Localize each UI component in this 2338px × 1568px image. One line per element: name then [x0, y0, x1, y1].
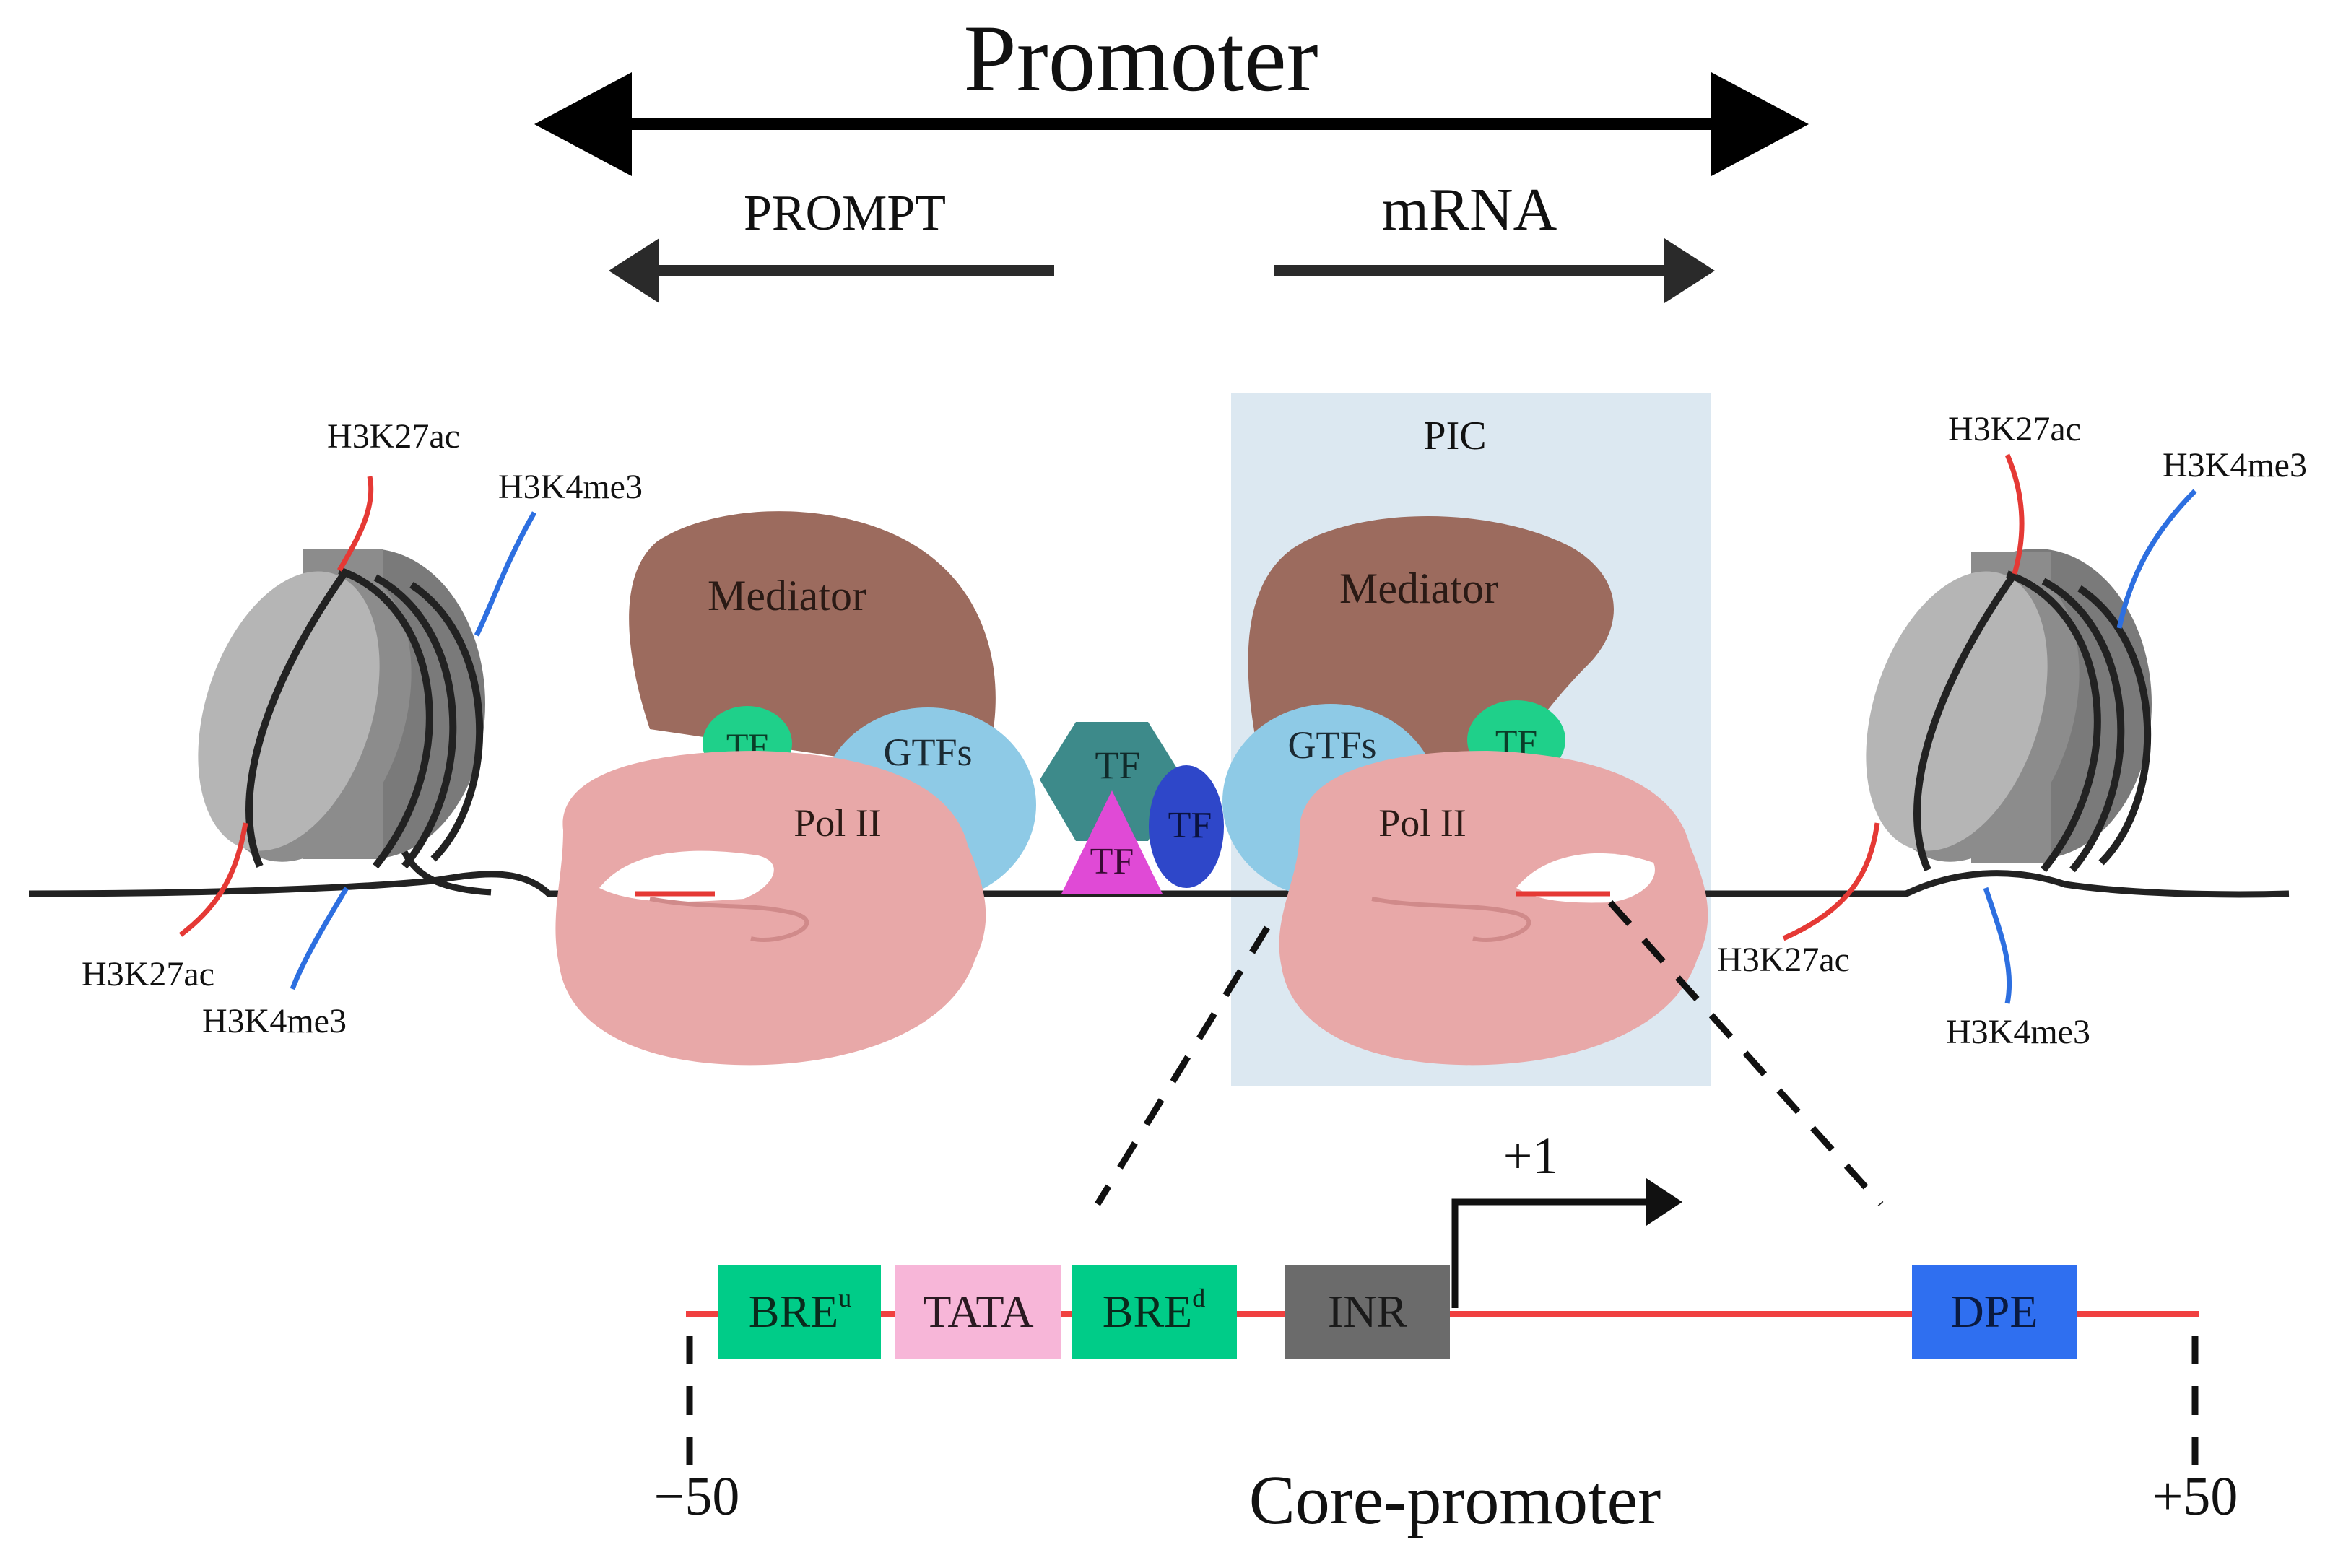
- left-polii-label: Pol II: [794, 801, 882, 845]
- left-h3k27ac-bottom-tail: [178, 822, 248, 937]
- element-breu: [718, 1265, 881, 1359]
- left-polii-cleft: [599, 850, 774, 902]
- center-tf-oval-label: TF: [1168, 805, 1212, 846]
- element-inr: [1285, 1265, 1450, 1359]
- prompt-arrow: [609, 238, 1054, 303]
- right-gtfs-label: GTFs: [1287, 723, 1376, 767]
- promoter-label: Promoter: [963, 5, 1318, 111]
- tss-label: +1: [1503, 1127, 1559, 1185]
- mrna-arrow: [1274, 238, 1715, 303]
- zoom-line-right: [1607, 900, 1884, 1207]
- right-h3k27ac-top-tail: [2004, 453, 2025, 575]
- element-bred-label: BREd: [1103, 1284, 1205, 1337]
- core-start-label: −50: [654, 1466, 740, 1527]
- center-tf-oval: [1149, 765, 1224, 888]
- left-h3k4me3-top-label: H3K4me3: [498, 468, 643, 506]
- core-end-label: +50: [2152, 1466, 2238, 1527]
- left-gtfs-label: GTFs: [883, 731, 972, 774]
- center-tfs: TF TF TF: [1040, 722, 1224, 894]
- left-complex: Mediator TF GTFs Pol II: [555, 511, 1036, 1066]
- element-tata: [895, 1265, 1061, 1359]
- mrna-label: mRNA: [1382, 176, 1557, 243]
- right-h3k4me3-bottom-tail: [1983, 887, 2012, 1004]
- left-nucleosome: [198, 549, 492, 896]
- zoom-line-left: [1095, 925, 1270, 1206]
- right-polii-label: Pol II: [1378, 801, 1466, 845]
- right-nucleosome: [1866, 549, 2152, 873]
- right-h3k27ac-bottom-label: H3K27ac: [1717, 941, 1850, 979]
- center-tf-triangle: [1061, 790, 1163, 894]
- right-h3k4me3-top-tail: [2116, 489, 2197, 629]
- core-promoter: BREu TATA BREd INR DPE +1 −50 +50 Core-p…: [654, 1127, 2238, 1538]
- left-h3k4me3-bottom-label: H3K4me3: [202, 1002, 347, 1040]
- left-mediator: [629, 511, 996, 765]
- right-mediator-label: Mediator: [1339, 565, 1498, 612]
- element-breu-label: BREu: [749, 1284, 851, 1337]
- core-promoter-title: Core-promoter: [1249, 1461, 1661, 1538]
- element-bred: [1072, 1265, 1237, 1359]
- pic-label: PIC: [1423, 414, 1486, 458]
- left-h3k27ac-top-tail: [336, 476, 374, 572]
- left-mediator-label: Mediator: [708, 572, 866, 619]
- left-h3k27ac-bottom-label: H3K27ac: [82, 955, 214, 993]
- tss-arrow: [1451, 1178, 1682, 1308]
- left-h3k27ac-top-label: H3K27ac: [327, 417, 460, 456]
- dna-strand: [28, 870, 2290, 898]
- right-h3k4me3-top-label: H3K4me3: [2163, 446, 2307, 484]
- right-h3k27ac-bottom-tail: [1782, 822, 1880, 941]
- left-h3k4me3-bottom-tail: [290, 887, 349, 990]
- right-polii-cleft: [1516, 853, 1655, 903]
- center-tf-triangle-label: TF: [1090, 841, 1134, 882]
- center-tf-hexagon-label: TF: [1095, 744, 1140, 787]
- promoter-arrow: [534, 72, 1809, 176]
- right-complex: Mediator TF GTFs Pol II: [1222, 516, 1708, 1066]
- prompt-label: PROMPT: [744, 186, 946, 241]
- left-h3k4me3-top-tail: [474, 511, 537, 637]
- right-h3k4me3-bottom-label: H3K4me3: [1946, 1013, 2090, 1051]
- element-dpe-label: DPE: [1951, 1286, 2038, 1337]
- center-tf-hexagon: [1040, 722, 1184, 841]
- element-inr-label: INR: [1328, 1286, 1408, 1337]
- element-tata-label: TATA: [923, 1286, 1033, 1337]
- right-h3k27ac-top-label: H3K27ac: [1948, 410, 2081, 448]
- element-dpe: [1912, 1265, 2077, 1359]
